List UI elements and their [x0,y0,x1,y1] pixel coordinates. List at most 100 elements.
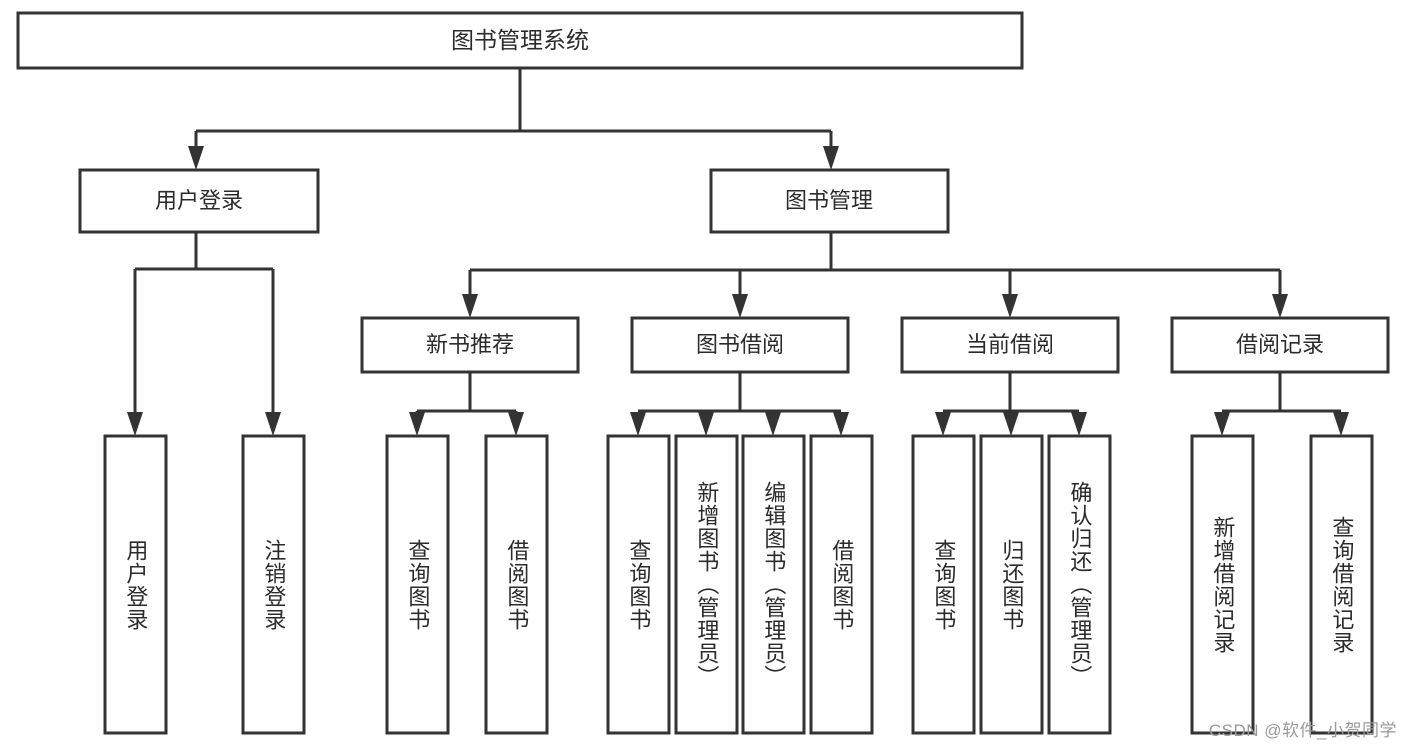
leaf-cb-confirm-return[interactable]: 确认归还（管理员） [1047,434,1112,735]
connectors-user-login-to-leaves [127,232,281,436]
leaf-br-query-record-label: 查询借阅记录 [1329,515,1355,654]
arrow-borrow-record [1272,294,1288,318]
leaf-bb-edit-book-box[interactable] [741,434,806,735]
connectors-root-to-level2 [188,68,839,170]
arrow-current-borrow [1002,294,1018,318]
leaf-nb-query-book-text-area: 查询图书 [405,538,431,631]
node-current-borrow-label: 当前借阅 [966,332,1054,357]
arrow-bb-borrow [833,412,849,436]
leaf-bb-query-book-box[interactable] [606,434,671,735]
node-root-system[interactable]: 图书管理系统 [16,11,1024,70]
arrow-user-login [188,146,204,170]
leaf-cb-return-book-box[interactable] [979,434,1044,735]
leaf-cb-return-book-text-area: 归还图书 [999,538,1025,631]
leaf-bb-query-book[interactable]: 查询图书 [606,434,671,735]
leaf-cb-return-book[interactable]: 归还图书 [979,434,1044,735]
arrow-br-add [1214,412,1230,436]
node-new-book-recommend-box[interactable] [360,316,580,374]
leaf-bb-add-book-box[interactable] [674,434,739,735]
leaf-logout-text-area: 注销登录 [261,538,287,631]
arrow-bb-add [698,412,714,436]
node-book-borrow-box[interactable] [630,316,850,374]
leaf-cb-confirm-return-label: 确认归还（管理员） [1067,481,1093,688]
leaf-br-query-record-box[interactable] [1309,434,1374,735]
node-new-book-recommend-label: 新书推荐 [426,332,514,357]
leaf-nb-borrow-book-label: 借阅图书 [504,538,530,631]
leaf-bb-query-book-label: 查询图书 [626,538,652,631]
leaf-cb-confirm-return-text-area: 确认归还（管理员） [1067,481,1093,688]
leaf-nb-borrow-book[interactable]: 借阅图书 [484,434,549,735]
arrow-bb-edit [765,412,781,436]
leaf-bb-add-book[interactable]: 新增图书（管理员） [674,434,739,735]
leaf-bb-edit-book-text-area: 编辑图书（管理员） [761,481,787,688]
node-user-login-box[interactable] [78,168,320,234]
leaf-nb-borrow-book-text-area: 借阅图书 [504,538,530,631]
node-borrow-record[interactable]: 借阅记录 [1170,316,1390,374]
leaf-br-query-record[interactable]: 查询借阅记录 [1309,434,1374,735]
leaf-nb-query-book-label: 查询图书 [405,538,431,631]
leaf-user-login-label: 用户登录 [123,538,149,631]
leaf-cb-confirm-return-box[interactable] [1047,434,1112,735]
leaf-user-login-text-area: 用户登录 [123,538,149,631]
node-book-borrow[interactable]: 图书借阅 [630,316,850,374]
leaf-bb-borrow-book-box[interactable] [809,434,874,735]
node-book-management[interactable]: 图书管理 [709,168,950,234]
node-book-borrow-label: 图书借阅 [696,332,784,357]
node-current-borrow[interactable]: 当前借阅 [900,316,1120,374]
arrow-cb-return [1003,412,1019,436]
leaf-bb-query-book-text-area: 查询图书 [626,538,652,631]
leaf-cb-query-book-box[interactable] [911,434,976,735]
leaf-bb-add-book-label: 新增图书（管理员） [694,481,720,688]
leaf-cb-query-book-text-area: 查询图书 [931,538,957,631]
node-root-label: 图书管理系统 [451,27,589,53]
node-borrow-record-box[interactable] [1170,316,1390,374]
arrow-cb-query [935,412,951,436]
leaf-br-add-record-box[interactable] [1190,434,1255,735]
leaf-bb-edit-book-label: 编辑图书（管理员） [761,481,787,688]
connectors-book-borrow-to-leaves [630,372,849,436]
leaf-logout-label: 注销登录 [261,538,287,631]
arrow-bb-query [630,412,646,436]
connectors-borrow-record-to-leaves [1214,372,1349,436]
arrow-leaf-logout [265,412,281,436]
leaf-logout[interactable]: 注销登录 [241,434,306,735]
leaf-cb-return-book-label: 归还图书 [999,538,1025,631]
leaf-nb-borrow-book-box[interactable] [484,434,549,735]
node-book-management-label: 图书管理 [785,188,873,213]
leaf-logout-box[interactable] [241,434,306,735]
leaf-bb-edit-book[interactable]: 编辑图书（管理员） [741,434,806,735]
connectors-book-manage-to-level3 [462,232,1288,318]
leaf-br-add-record-text-area: 新增借阅记录 [1210,515,1236,654]
leaf-user-login-box[interactable] [103,434,168,735]
arrow-cb-confirm [1071,412,1087,436]
arrow-book-borrow [732,294,748,318]
node-root-box[interactable] [16,11,1024,70]
node-user-login[interactable]: 用户登录 [78,168,320,234]
arrow-leaf-user-login [127,412,143,436]
connectors-new-book-to-leaves [409,372,524,436]
node-new-book-recommend[interactable]: 新书推荐 [360,316,580,374]
leaf-bb-borrow-book[interactable]: 借阅图书 [809,434,874,735]
leaf-br-add-record[interactable]: 新增借阅记录 [1190,434,1255,735]
leaf-br-query-record-text-area: 查询借阅记录 [1329,515,1355,654]
arrow-nb-borrow [508,412,524,436]
leaf-cb-query-book-label: 查询图书 [931,538,957,631]
leaf-user-login[interactable]: 用户登录 [103,434,168,735]
leaf-nb-query-book-box[interactable] [385,434,450,735]
leaf-bb-borrow-book-text-area: 借阅图书 [829,538,855,631]
leaf-bb-borrow-book-label: 借阅图书 [829,538,855,631]
node-borrow-record-label: 借阅记录 [1236,332,1324,357]
leaf-bb-add-book-text-area: 新增图书（管理员） [694,481,720,688]
leaf-nb-query-book[interactable]: 查询图书 [385,434,450,735]
connectors-current-borrow-to-leaves [935,372,1087,436]
arrow-new-book [462,294,478,318]
arrow-br-query [1333,412,1349,436]
leaf-cb-query-book[interactable]: 查询图书 [911,434,976,735]
arrow-nb-query [409,412,425,436]
node-current-borrow-box[interactable] [900,316,1120,374]
node-user-login-label: 用户登录 [155,188,243,213]
leaf-br-add-record-label: 新增借阅记录 [1210,515,1236,654]
node-book-management-box[interactable] [709,168,950,234]
